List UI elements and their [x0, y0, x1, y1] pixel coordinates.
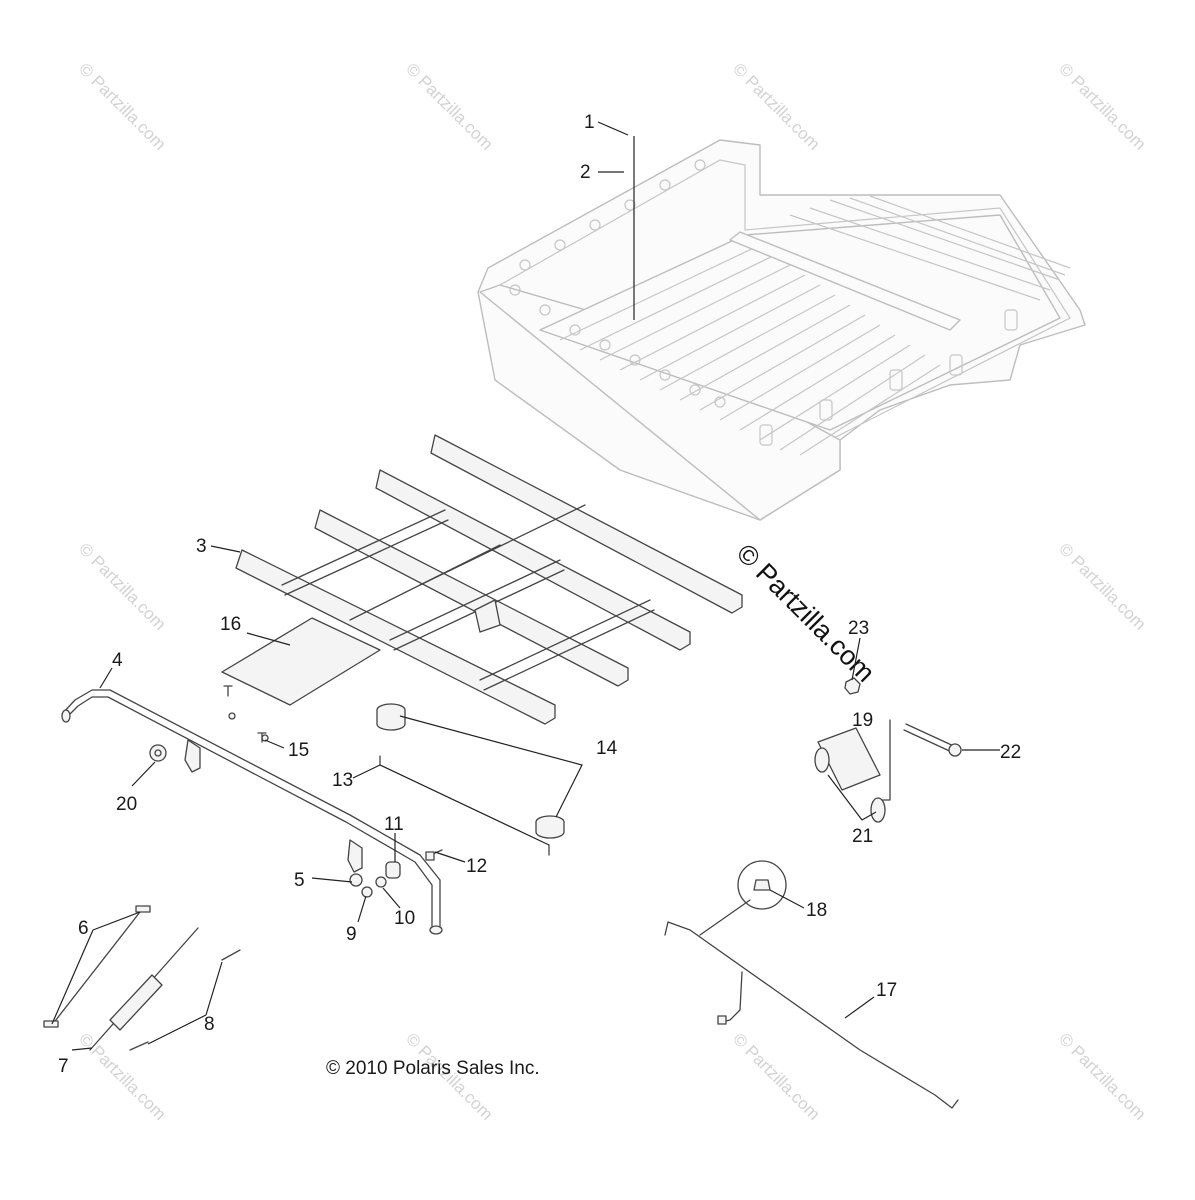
copyright-text: © 2010 Polaris Sales Inc.	[326, 1058, 540, 1079]
hardware	[43, 677, 962, 1051]
callout-17: 17	[876, 980, 897, 1001]
skid-plate	[221, 617, 381, 706]
watermark-9: © Partzilla.com	[729, 1029, 823, 1123]
callout-4: 4	[112, 650, 123, 671]
callout-19: 19	[852, 710, 873, 731]
watermark-4: © Partzilla.com	[1055, 59, 1149, 153]
watermark-1: © Partzilla.com	[75, 59, 169, 153]
callout-23: 23	[848, 618, 869, 639]
callout-numbers: 1 2 3 4 5 6 7 8 9 10 11 12 13 14 15 16 1…	[58, 112, 1021, 1077]
callout-9: 9	[346, 924, 357, 945]
callout-1: 1	[584, 112, 595, 133]
bed-frame	[235, 434, 743, 725]
wire-harness	[664, 921, 959, 1109]
callout-3: 3	[196, 536, 207, 557]
callout-2: 2	[580, 162, 591, 183]
callout-5: 5	[294, 870, 305, 891]
callout-14: 14	[596, 738, 618, 759]
callout-22: 22	[1000, 742, 1021, 763]
callout-10: 10	[394, 908, 415, 929]
watermark-6: © Partzilla.com	[1055, 539, 1149, 633]
callout-7: 7	[58, 1056, 69, 1077]
watermark-3: © Partzilla.com	[729, 59, 823, 153]
callout-13: 13	[332, 770, 353, 791]
support-bar	[61, 689, 443, 935]
callout-18: 18	[806, 900, 827, 921]
callout-11: 11	[384, 814, 404, 835]
callout-20: 20	[116, 794, 137, 815]
callout-15: 15	[288, 740, 309, 761]
watermark-10: © Partzilla.com	[1055, 1029, 1149, 1123]
watermark-2: © Partzilla.com	[402, 59, 496, 153]
watermark-7: © Partzilla.com	[75, 1029, 169, 1123]
watermark-5: © Partzilla.com	[75, 539, 169, 633]
callout-12: 12	[466, 856, 487, 877]
callout-8: 8	[204, 1014, 215, 1035]
leader-lines	[51, 121, 1000, 1051]
watermark-large: © Partzilla.com	[731, 538, 881, 688]
callout-21: 21	[852, 826, 873, 847]
cargo-box	[477, 139, 1086, 521]
callout-6: 6	[78, 918, 89, 939]
callout-16: 16	[220, 614, 241, 635]
